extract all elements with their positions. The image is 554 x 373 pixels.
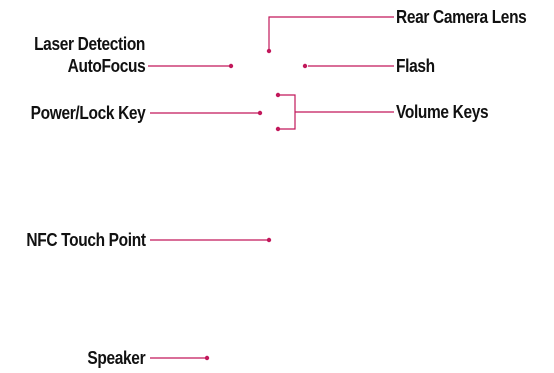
speaker-label: Speaker xyxy=(87,348,145,368)
laser-af-label-line1: Laser Detection xyxy=(34,34,145,54)
speaker-marker xyxy=(204,355,210,361)
power-lock-key-label: Power/Lock Key xyxy=(30,103,145,123)
rear-camera-lens-leader xyxy=(268,16,394,49)
power-lock-key-marker xyxy=(257,110,263,116)
flash-marker xyxy=(302,63,308,69)
flash-label: Flash xyxy=(396,56,435,76)
volume-up-marker xyxy=(275,92,281,98)
volume-down-marker xyxy=(275,126,281,132)
nfc-touch-point-marker xyxy=(266,237,272,243)
rear-camera-lens-label: Rear Camera Lens xyxy=(396,7,527,27)
laser-af-marker xyxy=(228,63,234,69)
nfc-touch-point-label: NFC Touch Point xyxy=(26,230,147,250)
volume-keys-bracket xyxy=(278,94,296,130)
laser-af-label-line2: AutoFocus xyxy=(67,56,145,76)
volume-keys-label: Volume Keys xyxy=(396,102,489,122)
rear-camera-lens-marker xyxy=(266,48,272,54)
